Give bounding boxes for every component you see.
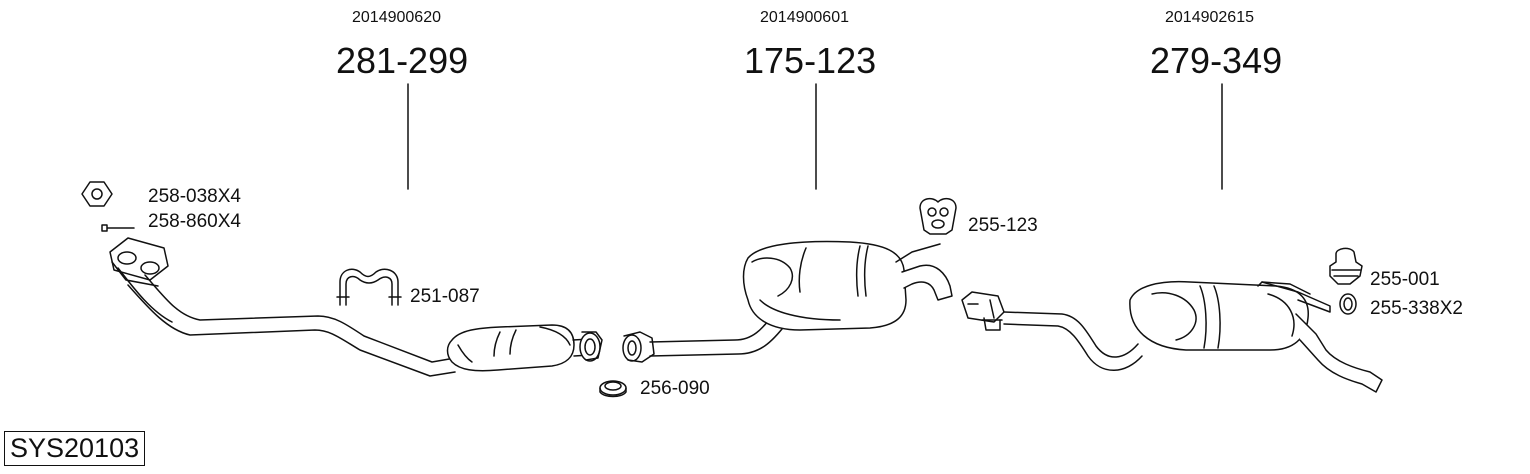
part-number-bolt[interactable]: 258-860X4 [148, 211, 241, 232]
rubber-hanger-icon [919, 197, 957, 235]
oem-number-middle-silencer: 2014900601 [760, 9, 849, 26]
middle-silencer-assembly [622, 240, 953, 363]
part-number-rubber-mount[interactable]: 255-001 [1370, 269, 1440, 290]
system-code-box: SYS20103 [4, 431, 146, 466]
part-number-front-pipe[interactable]: 281-299 [336, 40, 469, 81]
oem-number-front-pipe: 2014900620 [352, 9, 441, 26]
part-number-middle-silencer[interactable]: 175-123 [744, 40, 877, 81]
o-ring-icon [1339, 293, 1357, 315]
bolt-icon [101, 224, 135, 232]
u-clamp-icon [336, 268, 402, 306]
part-number-rear-silencer[interactable]: 279-349 [1150, 40, 1283, 81]
front-pipe-assembly [109, 237, 603, 377]
part-number-u-clamp[interactable]: 251-087 [410, 286, 480, 307]
part-number-nut[interactable]: 258-038X4 [148, 186, 241, 207]
part-number-rubber-hanger[interactable]: 255-123 [968, 215, 1038, 236]
gasket-ring-icon [599, 380, 627, 398]
rubber-mount-icon [1329, 247, 1363, 285]
rear-silencer-assembly [961, 280, 1383, 393]
part-number-gasket[interactable]: 256-090 [640, 378, 710, 399]
part-number-o-ring[interactable]: 255-338X2 [1370, 298, 1463, 319]
nut-icon [81, 181, 113, 207]
oem-number-rear-silencer: 2014902615 [1165, 9, 1254, 26]
